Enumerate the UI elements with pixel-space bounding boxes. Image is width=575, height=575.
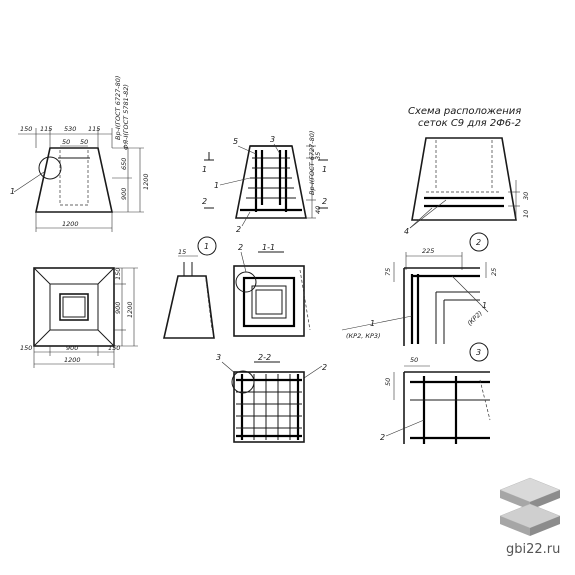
callout-1b: 1: [214, 181, 219, 190]
title-line2: сеток С9 для 2Ф6-2: [418, 118, 521, 129]
marker-3-text: 3: [476, 348, 481, 357]
marker-1: [197, 236, 217, 256]
marker-1-text: 1: [204, 242, 209, 251]
dim-150r: 150: [114, 268, 122, 280]
detail-circle-3: [231, 370, 255, 394]
detail-2: 2 225 75 25 1 (КР2) 1 (КР2, КР3): [341, 232, 498, 346]
dim-150b: 150: [20, 344, 32, 352]
dim-40: 40: [314, 206, 322, 214]
dim-25: 25: [490, 268, 498, 276]
section-2-2-label: 2-2: [258, 353, 271, 362]
dim-35: 35: [314, 152, 322, 160]
callout-3b: 3: [216, 353, 221, 362]
label-fya1: ФЯ-I(ГОСТ 5781-82): [122, 84, 130, 150]
dim-115: 115: [40, 125, 52, 133]
dim-10: 10: [522, 210, 530, 218]
dim-1200v: 1200: [142, 173, 150, 190]
anchor-detail-elevation: 15 1: [162, 236, 217, 339]
dim-900v: 900: [120, 188, 128, 200]
dim-115b: 115: [88, 125, 100, 133]
dim-650: 650: [120, 158, 128, 170]
section-1-1: 2 1-1: [233, 243, 311, 337]
marker-3: [469, 342, 489, 362]
cut-2-left: 2: [202, 197, 207, 206]
cut-1-right: 1: [322, 165, 327, 174]
detail-3: 3 50 50 2: [380, 342, 491, 444]
detail-circle: [38, 156, 62, 180]
section-1-1-label: 1-1: [262, 243, 275, 252]
callout-2a: 2: [236, 225, 241, 234]
callout-2d: 2: [380, 433, 385, 442]
cut-2-right: 2: [322, 197, 327, 206]
dim-530: 530: [64, 125, 76, 133]
dim-15: 15: [178, 248, 186, 256]
title-line1: Схема расположения: [408, 106, 521, 117]
dim-1200r: 1200: [126, 301, 134, 318]
dim-30: 30: [522, 192, 530, 200]
marker-2: [469, 232, 489, 252]
callout-1d: 1: [370, 319, 375, 328]
callout-5: 5: [233, 137, 238, 146]
callout-3a: 3: [270, 135, 275, 144]
section-2-2: 3 2-2 2: [216, 353, 327, 443]
mesh-placement-scheme: Схема расположения сеток С9 для 2Ф6-2 30…: [404, 106, 530, 236]
watermark-text: gbi22.ru: [506, 542, 560, 557]
reinforcement-section: 1 2 1 2 5 3 1 2 35 Вр-I(ГОСТ 6727-80) 40: [202, 131, 328, 234]
dim-1200b: 1200: [64, 356, 81, 364]
dim-50c: 50: [410, 356, 418, 364]
dim-75: 75: [384, 268, 392, 276]
dim-900r: 900: [114, 302, 122, 314]
callout-1c: 1: [482, 301, 487, 310]
label-vr1r: Вр-I(ГОСТ 6727-80): [308, 131, 316, 195]
cut-1-left: 1: [202, 165, 207, 174]
dim-225: 225: [422, 247, 434, 255]
callout-2b: 2: [238, 243, 243, 252]
footing-plan: 150 900 1200 150 900 150 1200: [20, 267, 138, 368]
dim-1200: 1200: [62, 220, 79, 228]
dim-150c: 150: [108, 344, 120, 352]
callout-4: 4: [404, 227, 409, 236]
label-kr2: (КР2): [466, 309, 484, 327]
dim-50b: 50: [80, 138, 88, 146]
dim-150: 150: [20, 125, 32, 133]
footing-elevation: 150 115 530 115 50 50 650 900 1200 Вр-I(…: [10, 76, 150, 232]
marker-2-text: 2: [476, 238, 481, 247]
dim-50d: 50: [384, 378, 392, 386]
label-vr1: Вр-I(ГОСТ 6727-80): [114, 76, 122, 140]
detail-circle-2: [235, 271, 257, 293]
dim-50a: 50: [62, 138, 70, 146]
callout-1a: 1: [10, 187, 15, 196]
callout-2c: 2: [322, 363, 327, 372]
site-logo: [499, 477, 561, 536]
label-kr2kr3: (КР2, КР3): [346, 332, 381, 340]
dim-900b: 900: [66, 344, 78, 352]
